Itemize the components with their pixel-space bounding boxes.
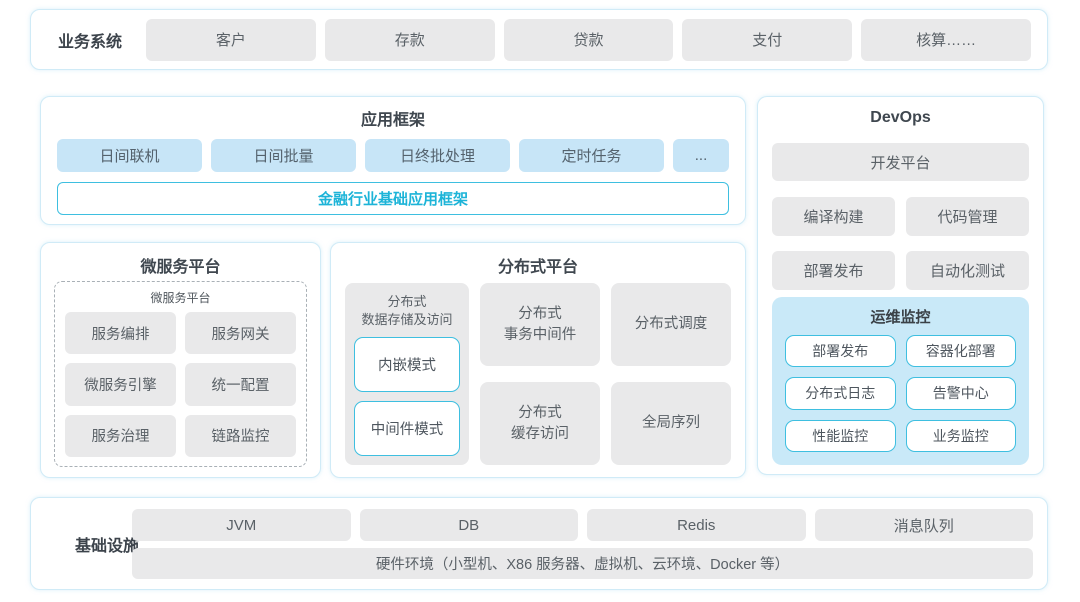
business-systems-label: 业务系统 [57,33,122,51]
distributed-column-3: 分布式调度 全局序列 [611,283,731,465]
infrastructure-label: 基础设施 [75,537,140,555]
dist-chip-scheduling: 分布式调度 [611,283,731,366]
business-item-payment: 支付 [682,18,853,61]
monitor-chip-performance: 性能监控 [785,419,896,452]
devops-chip-code-management: 代码管理 [906,197,1029,236]
devops-chip-build: 编译构建 [772,197,895,236]
infra-chip-message-queue: 消息队列 [814,509,1033,541]
dist-mode-embedded: 内嵌模式 [354,337,460,393]
business-item-loan: 贷款 [503,18,674,61]
dist-chip-transaction-middleware: 分布式 事务中间件 [480,283,600,366]
microservice-grid: 服务编排 服务网关 微服务引擎 统一配置 服务治理 链路监控 [65,312,296,457]
dist-mode-middleware: 中间件模式 [354,401,460,456]
infrastructure-content: JVM DB Redis 消息队列 硬件环境（小型机、X86 服务器、虚拟机、云… [132,509,1033,579]
app-framework-title: 应用框架 [360,112,425,129]
distributed-platform-title: 分布式平台 [497,259,578,276]
business-systems-row: 客户 存款 贷款 支付 核算…… [146,18,1031,61]
app-framework-panel: 应用框架 日间联机 日间批量 日终批处理 定时任务 ... 金融行业基础应用框架 [40,96,746,225]
af-chip-scheduled-task: 定时任务 [519,139,664,172]
microservice-platform-title: 微服务平台 [140,259,221,276]
ms-chip-service-gateway: 服务网关 [185,312,296,355]
af-chip-daytime-online: 日间联机 [57,139,202,172]
monitor-chip-business: 业务监控 [905,419,1016,452]
microservice-platform-panel: 微服务平台 微服务平台 服务编排 服务网关 微服务引擎 统一配置 服务治理 链路… [40,242,321,478]
af-chip-daytime-batch: 日间批量 [211,139,356,172]
dist-chip-global-sequence: 全局序列 [611,382,731,465]
ms-chip-service-orchestration: 服务编排 [65,312,176,355]
infra-chip-redis: Redis [587,509,806,541]
distributed-storage-label: 分布式 数据存储及访问 [361,294,453,327]
business-item-deposit: 存款 [324,18,495,61]
distributed-storage-block: 分布式 数据存储及访问 内嵌模式 中间件模式 [345,283,469,465]
infra-chip-jvm: JVM [132,509,351,541]
microservice-inner-label: 微服务平台 [150,291,211,305]
business-item-accounting: 核算…… [861,18,1031,61]
infrastructure-panel: 基础设施 JVM DB Redis 消息队列 硬件环境（小型机、X86 服务器、… [30,497,1048,590]
business-systems-panel: 业务系统 客户 存款 贷款 支付 核算…… [30,9,1048,70]
devops-grid: 编译构建 代码管理 部署发布 自动化测试 [772,197,1029,290]
af-chip-more: ... [673,139,729,172]
ms-chip-service-governance: 服务治理 [65,414,176,457]
ops-monitoring-title: 运维监控 [870,309,931,326]
ops-monitoring-grid: 部署发布 容器化部署 分布式日志 告警中心 性能监控 业务监控 [785,335,1016,452]
business-item-customer: 客户 [146,18,316,61]
monitor-chip-deploy-release: 部署发布 [785,335,896,368]
ops-monitoring-box: 运维监控 部署发布 容器化部署 分布式日志 告警中心 性能监控 业务监控 [772,297,1029,465]
devops-chip-automated-testing: 自动化测试 [906,251,1029,290]
devops-chip-deploy-release: 部署发布 [772,251,895,290]
microservice-inner-box: 微服务平台 服务编排 服务网关 微服务引擎 统一配置 服务治理 链路监控 [54,281,307,467]
infrastructure-row: JVM DB Redis 消息队列 [132,509,1033,541]
monitor-chip-distributed-log: 分布式日志 [785,377,896,410]
distributed-platform-panel: 分布式平台 分布式 数据存储及访问 内嵌模式 中间件模式 分布式 事务中间件 分… [330,242,746,478]
financial-base-framework-bar: 金融行业基础应用框架 [57,182,729,215]
dist-chip-cache-access: 分布式 缓存访问 [480,382,600,465]
distributed-column-2: 分布式 事务中间件 分布式 缓存访问 [480,283,600,465]
monitor-chip-alert-center: 告警中心 [905,377,1016,410]
devops-dev-platform: 开发平台 [772,143,1029,181]
ms-chip-microservice-engine: 微服务引擎 [65,363,176,406]
devops-panel: DevOps 开发平台 编译构建 代码管理 部署发布 自动化测试 运维监控 部署… [757,96,1044,475]
infra-chip-db: DB [359,509,578,541]
devops-title: DevOps [870,109,931,126]
monitor-chip-container-deploy: 容器化部署 [905,335,1016,368]
distributed-content: 分布式 数据存储及访问 内嵌模式 中间件模式 分布式 事务中间件 分布式 缓存访… [345,283,731,465]
ms-chip-trace-monitoring: 链路监控 [185,414,296,457]
app-framework-row: 日间联机 日间批量 日终批处理 定时任务 ... [57,139,729,172]
af-chip-eod-batch: 日终批处理 [365,139,510,172]
infra-hardware-env: 硬件环境（小型机、X86 服务器、虚拟机、云环境、Docker 等） [132,548,1033,579]
ms-chip-unified-config: 统一配置 [185,363,296,406]
